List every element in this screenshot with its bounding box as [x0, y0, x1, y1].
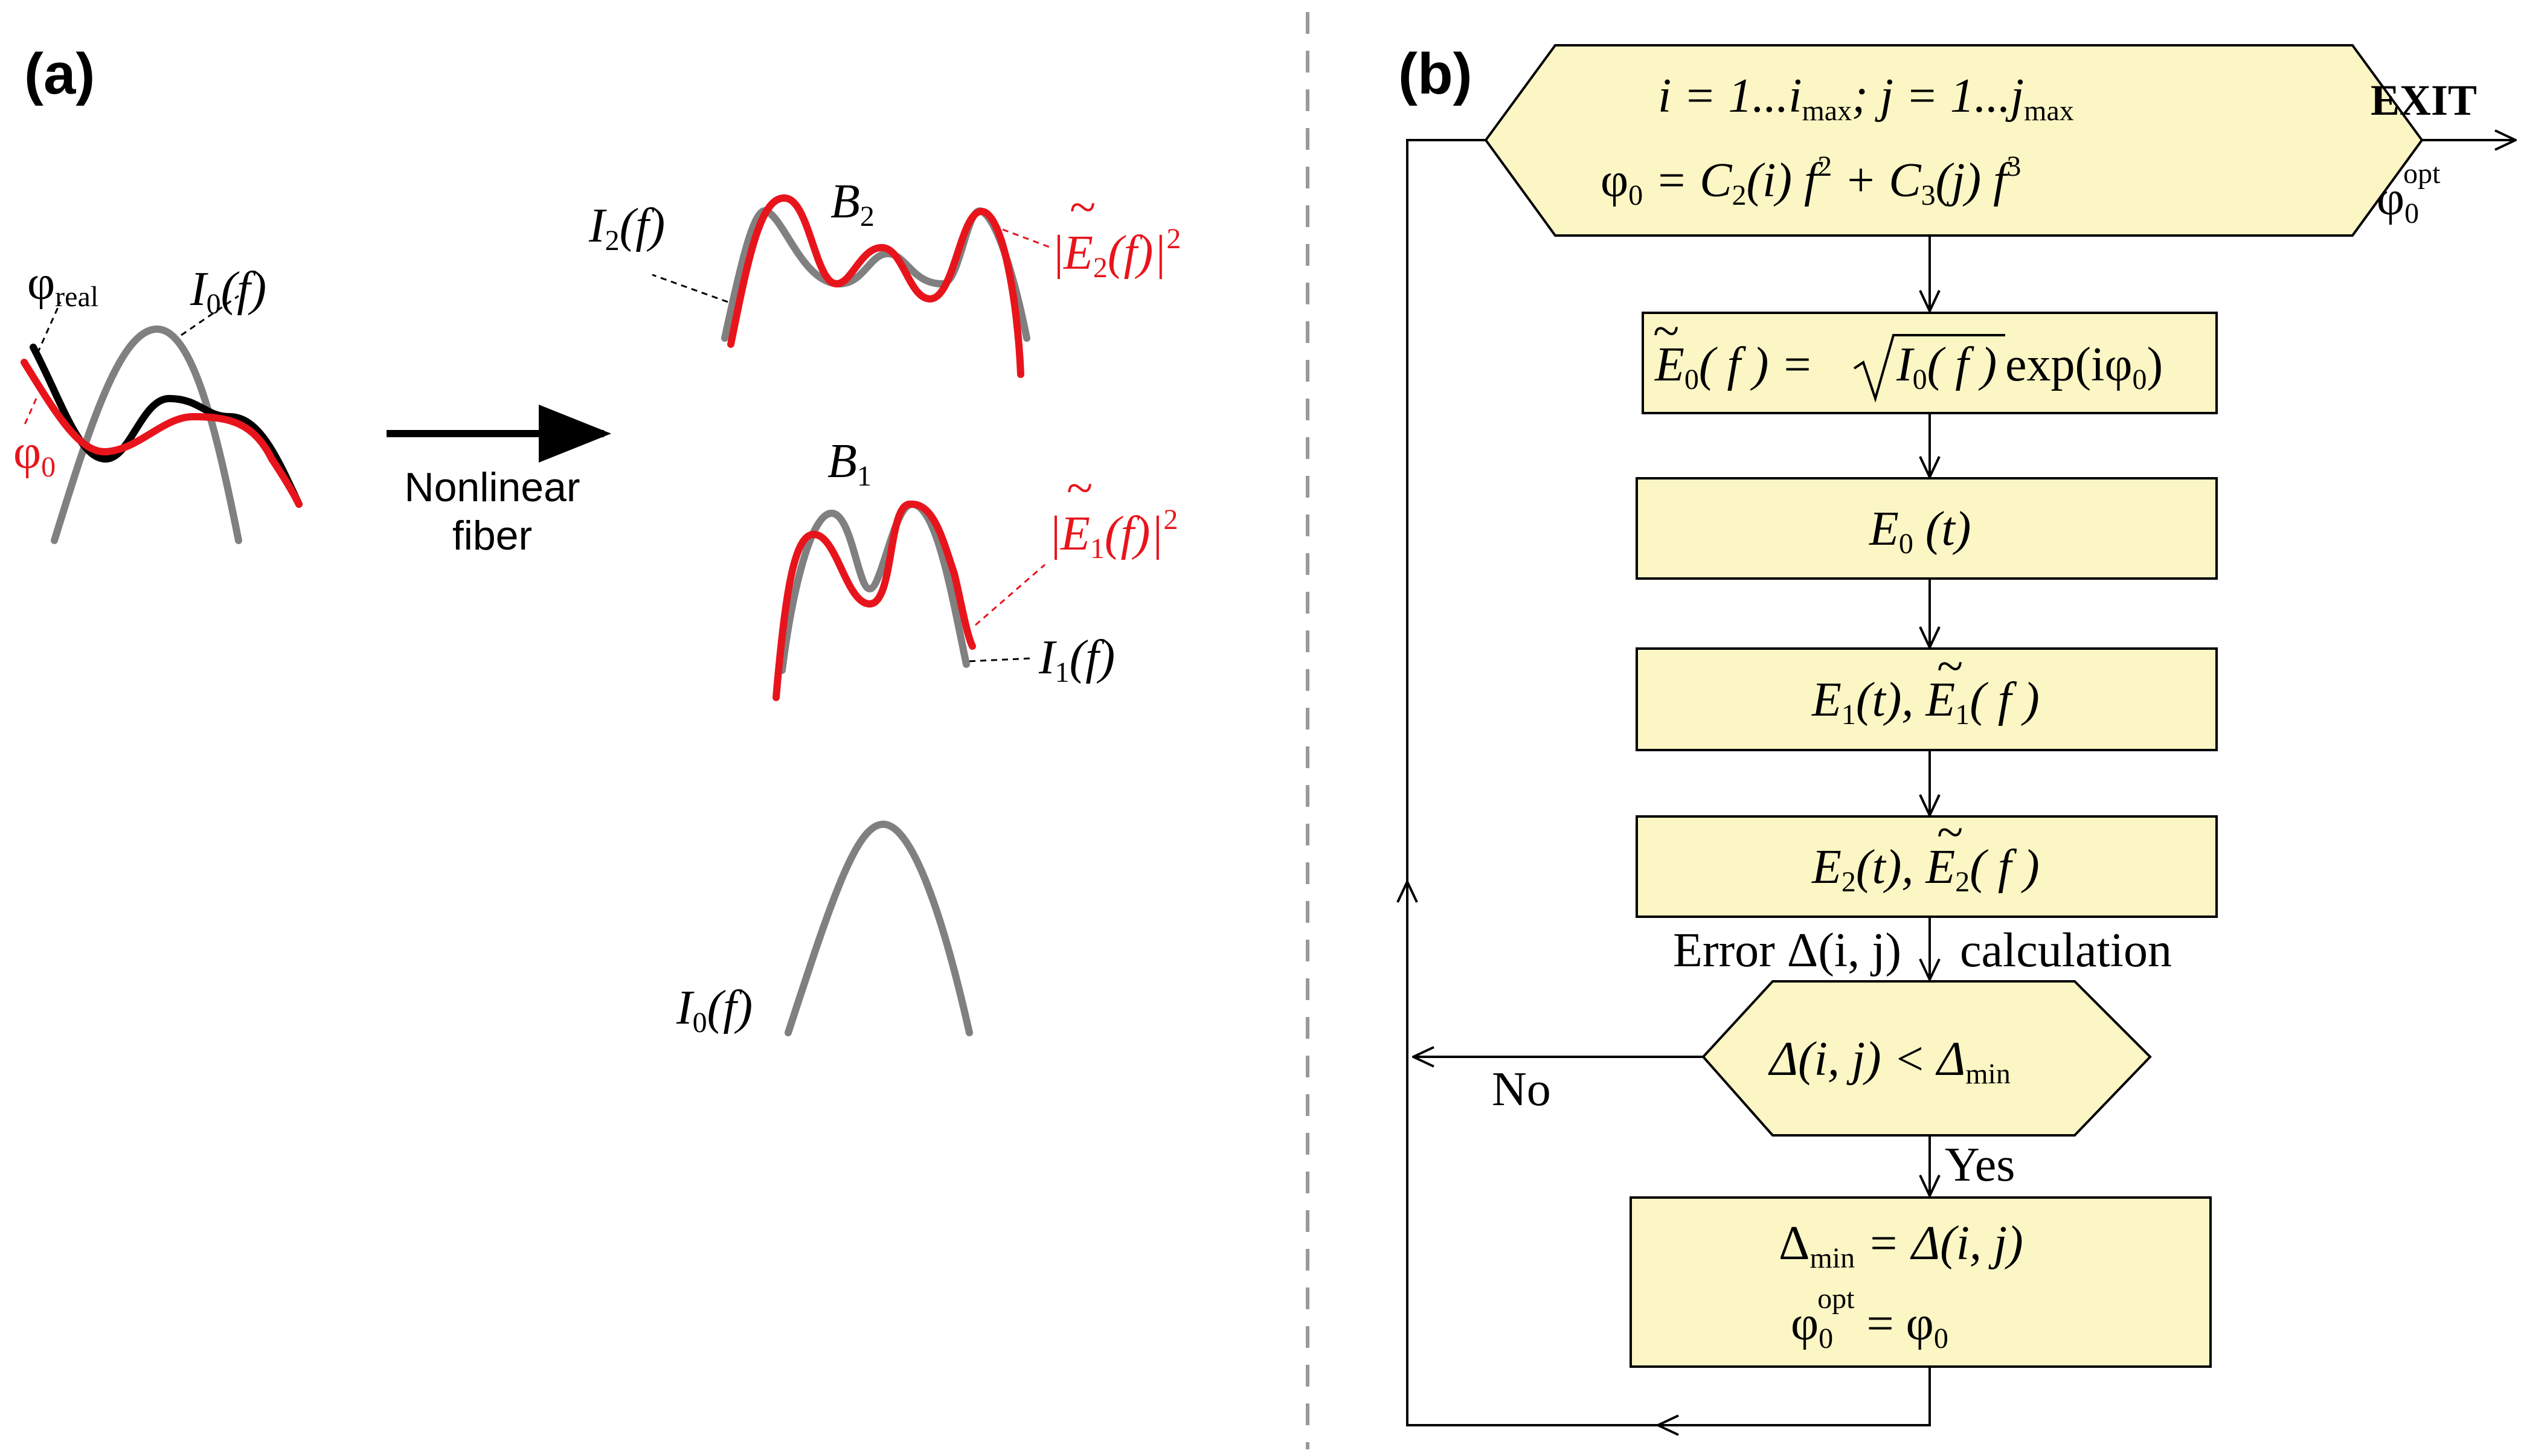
mid-spectra-group: B1 |E1(f)|2 ~ I1(f)	[772, 435, 1178, 701]
box3-text: E1(t), E1( f )	[1811, 673, 2040, 731]
top-E2-curve	[727, 194, 1024, 378]
mid-E1-label: |E1(f)|2	[1051, 504, 1178, 565]
nonlinear-fiber-arrow: Nonlinear fiber	[387, 405, 611, 559]
top-B2-label: B2	[830, 175, 875, 233]
box-time-field	[1636, 477, 2218, 580]
panel-b-label: (b)	[1398, 42, 1472, 106]
box-segment1	[1636, 647, 2218, 751]
error-label-left: Error Δ(i, j)	[1673, 924, 1901, 977]
input-spectrum-label: I0(f)	[190, 263, 266, 320]
mid-B1-label: B1	[827, 435, 872, 492]
final-line2: φ0opt = φ0	[1791, 1283, 1948, 1355]
mid-I1-leader	[969, 657, 1033, 662]
final-line1: Δmin = Δ(i, j)	[1779, 1217, 2023, 1274]
mid-I1-label: I1(f)	[1038, 631, 1115, 688]
box-segment2	[1636, 815, 2218, 918]
bottom-I0-label: I0(f)	[676, 981, 753, 1039]
top-E2-tilde: ~	[1070, 181, 1096, 234]
loop-return-line	[1406, 139, 1658, 1426]
loop-line2: φ0 = C2(i) f2 + C3(j) f3	[1601, 150, 2021, 211]
panel-a: (a) φreal φ0 I0(f) Nonlinear fiber	[13, 42, 1181, 1039]
box3-tilde: ~	[1937, 640, 1963, 693]
fiber-label-line1: Nonlinear	[404, 464, 580, 510]
box1-sqrt-sign	[1853, 334, 2005, 403]
top-spectra-group: I2(f) B2 |E2(f)|2 ~	[588, 175, 1181, 378]
input-spectrum-leader	[181, 295, 239, 336]
box1-tilde: ~	[1653, 305, 1679, 358]
exit-phi-label: φ0opt	[2377, 158, 2441, 229]
top-I2-curve	[721, 207, 1030, 342]
top-I2-label: I2(f)	[588, 199, 665, 257]
box-update-optimum	[1630, 1196, 2212, 1368]
bottom-spectrum-group: I0(f)	[676, 820, 973, 1039]
box-spectral-field	[1642, 312, 2218, 414]
panel-a-label: (a)	[24, 42, 95, 106]
initial-phase-curve	[21, 359, 303, 508]
fiber-label-line2: fiber	[452, 513, 532, 559]
no-label: No	[1492, 1063, 1551, 1116]
box4-text: E2(t), E2( f )	[1811, 841, 2040, 898]
box1-exp: exp(iφ0)	[2005, 338, 2163, 396]
phase-initial-label: φ0	[13, 426, 56, 483]
error-label-right: calculation	[1960, 924, 2172, 977]
phase-initial-leader	[23, 398, 37, 426]
box1-text: E0( f ) =	[1654, 338, 1813, 396]
phase-real-leader	[36, 301, 62, 354]
bottom-I0-curve	[785, 820, 973, 1036]
exit-label: EXIT	[2371, 76, 2477, 124]
top-E2-label: |E2(f)|2	[1054, 223, 1181, 284]
mid-I1-curve	[779, 500, 970, 674]
box2-text: E0 (t)	[1869, 502, 1971, 560]
yes-label: Yes	[1945, 1138, 2015, 1191]
phase-real-label: φreal	[27, 257, 98, 313]
top-I2-leader	[652, 274, 728, 303]
panel-b: (b) i = 1...imax; j = 1...jmax φ0 = C2(i…	[1398, 42, 2516, 1425]
mid-E1-tilde: ~	[1067, 462, 1093, 515]
mid-E1-curve	[772, 500, 976, 701]
box1-sqrt-content: I0( f )	[1896, 338, 1997, 396]
loop-line1: i = 1...imax; j = 1...jmax	[1658, 69, 2074, 127]
input-spectrum-curve	[51, 325, 242, 544]
decision-text: Δ(i, j) < Δmin	[1768, 1033, 2011, 1090]
top-E2-leader	[1002, 228, 1052, 249]
decision-hexagon	[1701, 980, 2152, 1137]
input-spectrum-group: φreal φ0 I0(f)	[13, 257, 303, 544]
mid-E1-leader	[975, 563, 1045, 626]
box4-tilde: ~	[1937, 806, 1963, 859]
loop-return-bottom	[1658, 1367, 1931, 1426]
